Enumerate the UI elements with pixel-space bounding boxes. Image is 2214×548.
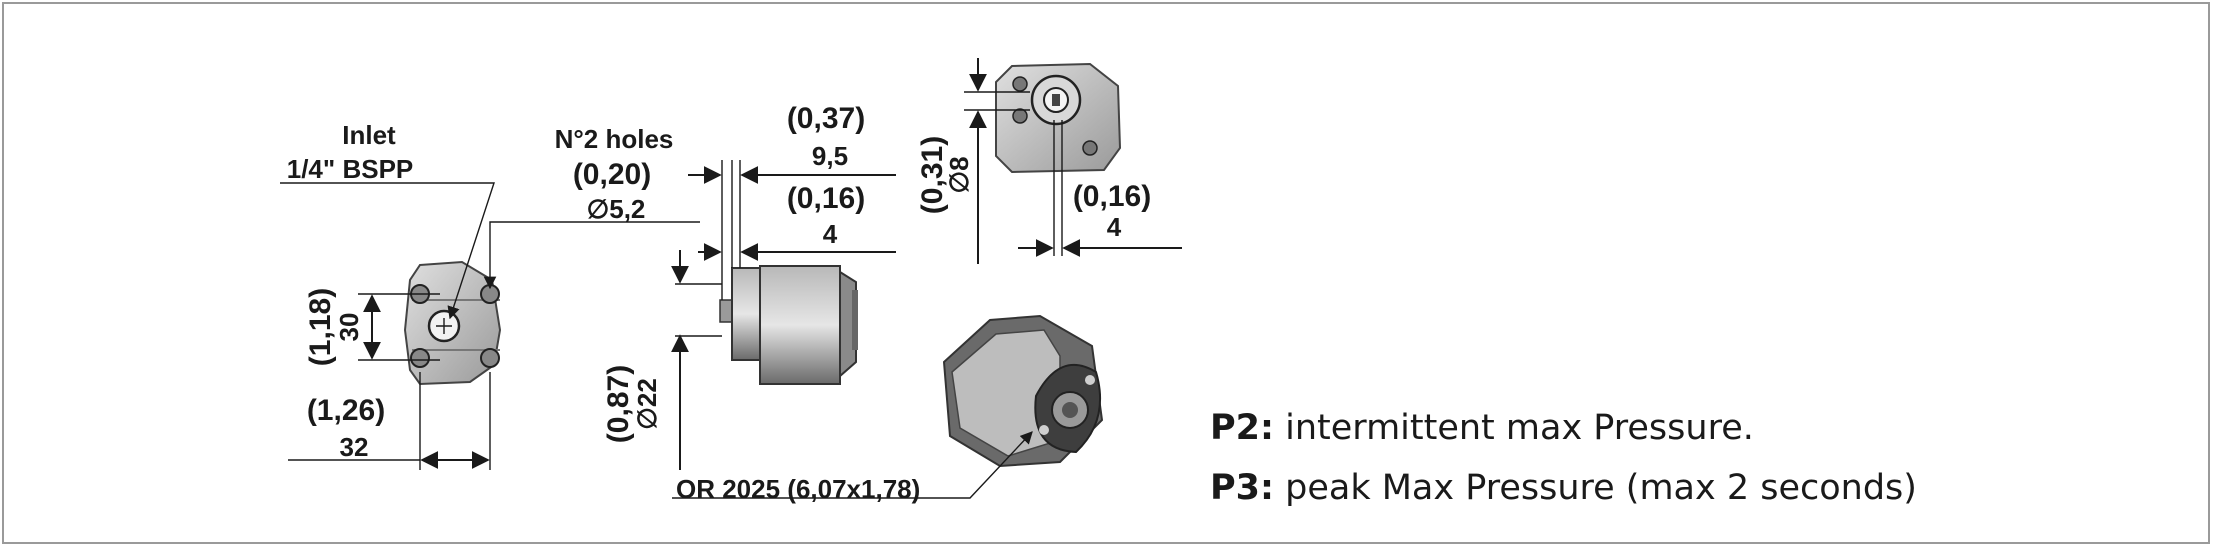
dim-22-inch: (0,87) — [602, 365, 635, 443]
side-view-pump — [719, 265, 858, 385]
dim-8-inch: (0,31) — [916, 136, 949, 214]
legend-p3: P3: peak Max Pressure (max 2 seconds) — [1210, 468, 1917, 508]
dim-32-inch: (1,26) — [307, 394, 385, 427]
dim-9-5-mm: 9,5 — [812, 141, 848, 171]
legend-p2-key: P2: — [1210, 408, 1275, 448]
dim-30-inch: (1,18) — [304, 288, 337, 366]
inlet-thread-label: 1/4" BSPP — [287, 154, 414, 184]
dim-30-mm: 30 — [334, 313, 364, 342]
dim-4-side-inch: (0,16) — [787, 182, 865, 215]
legend-p3-key: P3: — [1210, 468, 1275, 508]
legend-p3-text: peak Max Pressure (max 2 seconds) — [1274, 468, 1917, 508]
isometric-view-pump — [942, 314, 1104, 468]
dim-22-mm: ∅22 — [632, 378, 662, 430]
oring-label: OR 2025 (6,07x1,78) — [676, 474, 920, 504]
legend-p2-text: intermittent max Pressure. — [1274, 408, 1754, 448]
dim-4-end-mm: 4 — [1107, 212, 1122, 242]
shaft-end-view-pump — [995, 62, 1122, 174]
dim-4-end-inch: (0,16) — [1073, 180, 1151, 213]
front-view-pump — [403, 260, 502, 386]
inlet-label: Inlet — [342, 120, 396, 150]
dim-8-mm: ∅8 — [944, 156, 974, 193]
dim-32-mm: 32 — [340, 432, 369, 462]
holes-label: N°2 holes — [555, 124, 674, 154]
holes-inch-dim: (0,20) — [573, 158, 651, 191]
legend-p2: P2: intermittent max Pressure. — [1210, 408, 1754, 448]
holes-mm-dim: ∅5,2 — [587, 194, 646, 224]
dim-9-5-inch: (0,37) — [787, 102, 865, 135]
dim-4-side-mm: 4 — [823, 219, 838, 249]
